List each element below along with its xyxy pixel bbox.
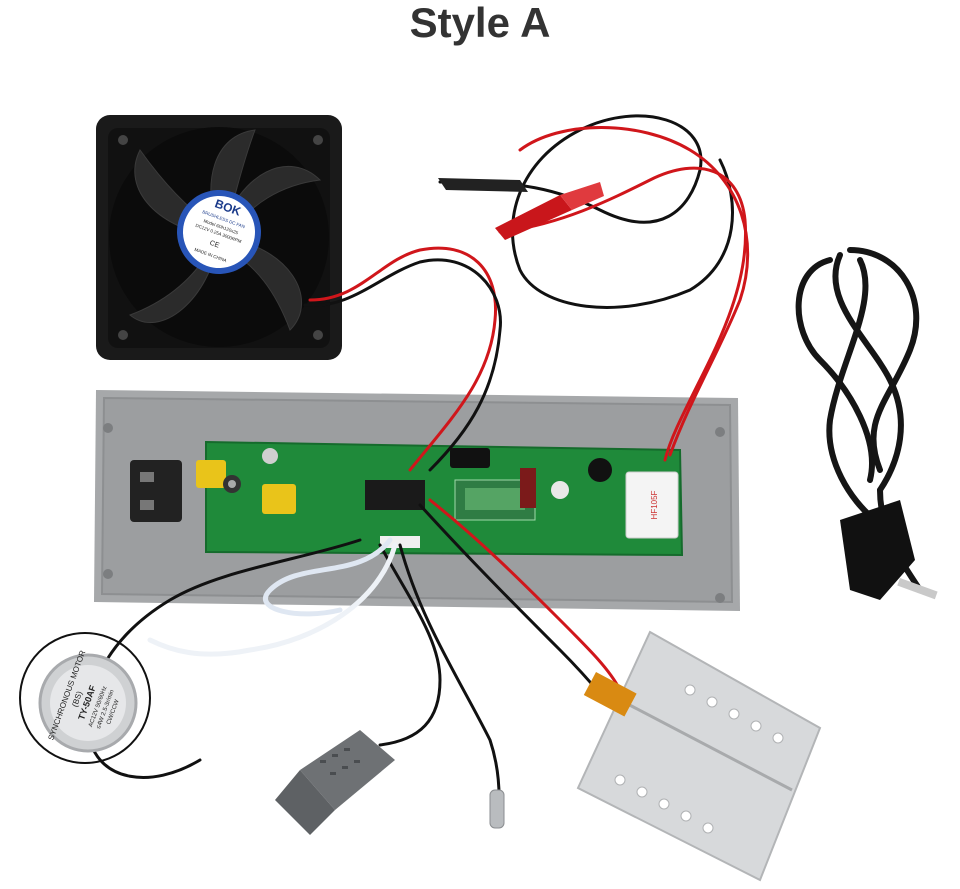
page-title: Style A (409, 0, 551, 46)
synchronous-motor: SYNCHRONOUS MOTOR (BS) TY-50AF AC12V 50/… (19, 632, 151, 764)
control-board: HF105F (196, 440, 684, 557)
relay: HF105F (625, 471, 679, 539)
relay-label: HF105F (650, 490, 659, 519)
schuko-plug (840, 500, 938, 600)
power-cord (795, 247, 923, 593)
cooling-fan: BOK BRUSHLESS DC FAN Model 6Dh120x25 DC1… (96, 115, 342, 360)
wiring (87, 114, 750, 822)
humidity-sensor (275, 730, 395, 835)
ptc-heater (576, 630, 822, 882)
fan-ce-mark: CE (209, 240, 221, 250)
alligator-clips (438, 178, 604, 240)
temperature-probe (489, 789, 505, 829)
